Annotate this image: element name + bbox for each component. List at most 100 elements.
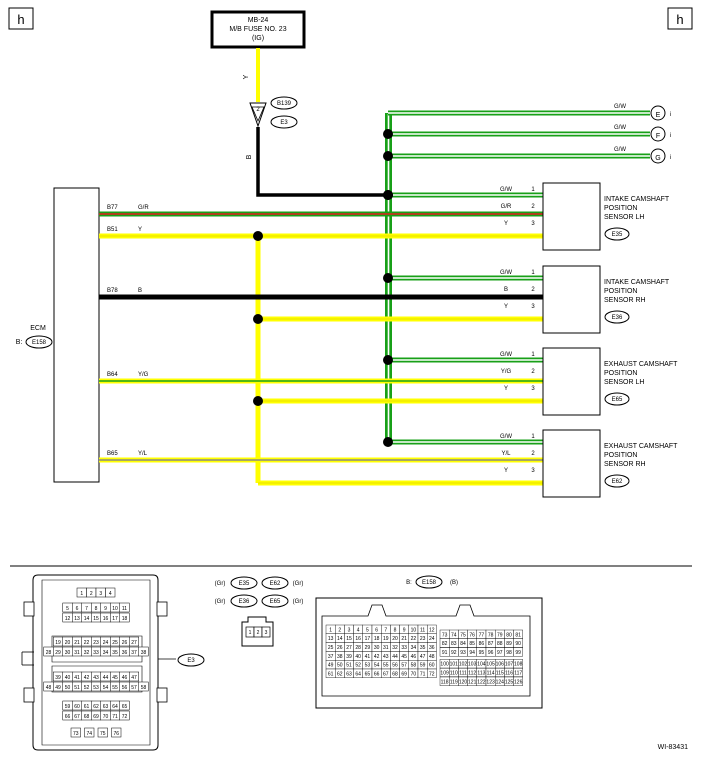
- e158-pin-label: 66: [374, 671, 380, 677]
- e158-pin-label: 40: [355, 654, 361, 660]
- wire-label-b: B: [246, 154, 253, 159]
- continuation-letter: F: [656, 133, 660, 140]
- e158-pin-cell: [427, 668, 437, 679]
- sensor-pin-wire: G/W: [500, 352, 512, 358]
- svg-text:(B): (B): [450, 580, 458, 586]
- e158-pin-label: 117: [514, 671, 522, 677]
- svg-text:MB-24: MB-24: [248, 17, 269, 24]
- e158-pin-label: 70: [411, 671, 417, 677]
- e3-pin-label: 34: [103, 650, 109, 656]
- e3-pin-cell: [119, 700, 130, 711]
- e3-pin-label: 4: [109, 591, 112, 597]
- e3-pin-label: 10: [112, 606, 118, 612]
- e158-pin-label: 71: [420, 671, 426, 677]
- e3-pin-label: 52: [84, 685, 90, 691]
- e3-pin-label: 32: [84, 650, 90, 656]
- e158-pin-label: 5: [366, 627, 369, 633]
- e158-pin-label: 73: [442, 632, 448, 638]
- e158-pin-label: 81: [515, 632, 521, 638]
- e158-pin-label: 3: [348, 627, 351, 633]
- e3-pin-label: 59: [65, 704, 71, 710]
- e158-pin-label: 61: [328, 671, 334, 677]
- e158-pin-label: 95: [479, 650, 485, 656]
- e3-pin-label: 25: [112, 640, 118, 646]
- sensor-pin-wire: Y: [504, 221, 508, 227]
- e3-pin-label: 27: [131, 640, 137, 646]
- e158-pin-label: 74: [451, 632, 457, 638]
- sensor-pin-wire: G/W: [500, 187, 512, 193]
- e158-pin-label: 17: [365, 636, 371, 642]
- e158-pin-label: 23: [420, 636, 426, 642]
- e158-pin-label: 92: [451, 650, 457, 656]
- e3-pin-label: 38: [141, 650, 147, 656]
- e158-pin-label: 35: [420, 645, 426, 651]
- sensor-pin-wire: G/W: [500, 434, 512, 440]
- e158-pin-label: 104: [477, 662, 486, 668]
- sensor-connector-badge: [604, 474, 630, 488]
- sensor-pin-number: 3: [531, 468, 535, 474]
- svg-text:h: h: [676, 12, 683, 27]
- e3-pin-label: 75: [100, 731, 106, 737]
- e158-pin-label: 64: [355, 671, 361, 677]
- e158-pin-label: 120: [459, 679, 468, 685]
- sensor-title-line: INTAKE CAMSHAFT: [604, 279, 670, 286]
- e3-pin-cell: [84, 727, 95, 738]
- ecm-pin-number: B51: [107, 227, 118, 233]
- e3-pin-label: 19: [55, 640, 61, 646]
- e158-pin-label: 43: [383, 654, 389, 660]
- e158-pin-label: 93: [460, 650, 466, 656]
- e3-pin-label: 57: [131, 685, 137, 691]
- e158-pin-label: 38: [337, 654, 343, 660]
- e158-pin-label: 48: [429, 654, 435, 660]
- e158-pin-label: 113: [477, 671, 485, 677]
- e3-pin-label: 36: [122, 650, 128, 656]
- e3-pin-cell: [119, 612, 130, 623]
- ecm-pin-wire: G/R: [138, 205, 149, 211]
- e3-pin-label: 11: [122, 606, 127, 612]
- e158-pin-label: 47: [420, 654, 426, 660]
- e158-pin-label: 14: [337, 636, 343, 642]
- e158-pin-label: 56: [392, 663, 398, 669]
- e3-pin-label: 26: [122, 640, 128, 646]
- e158-pin-label: 108: [514, 662, 523, 668]
- e3-pin-label: 29: [55, 650, 61, 656]
- e158-pin-label: 2: [338, 627, 341, 633]
- e158-pin-label: 85: [469, 641, 475, 647]
- e158-pin-label: 15: [346, 636, 352, 642]
- e158-pin-label: 123: [486, 679, 495, 685]
- sensor-pin-wire: B: [504, 287, 508, 293]
- e158-pin-label: 28: [355, 645, 361, 651]
- e158-pin-label: 101: [450, 662, 459, 668]
- splice-dot-bus-4: [383, 437, 393, 447]
- e3-pin-label: 7: [85, 606, 88, 612]
- e158-pin-label: 27: [346, 645, 352, 651]
- sensor-box-2: [542, 265, 601, 334]
- e158-pin-label: 10: [411, 627, 417, 633]
- sensor-pin-number: 1: [531, 434, 535, 440]
- sensor-pin-number: 1: [531, 187, 535, 193]
- e158-pin-label: 49: [328, 663, 334, 669]
- svg-text:h: h: [17, 12, 24, 27]
- e3-pin-label: 70: [103, 714, 109, 720]
- ecm-pin-wire: B: [138, 288, 142, 294]
- e3-pin-label: 47: [131, 675, 137, 681]
- e3-pin-cell: [129, 671, 139, 682]
- e158-pin-label: 46: [411, 654, 417, 660]
- e158-pin-label: 86: [479, 641, 485, 647]
- e3-pin-label: 9: [104, 606, 107, 612]
- e3-pin-label: 23: [93, 640, 99, 646]
- splice-dot-cont-1: [383, 129, 393, 139]
- sensor-pin-number: 2: [531, 369, 535, 375]
- e158-pin-label: 72: [429, 671, 435, 677]
- e3-pin-label: 16: [103, 616, 109, 622]
- e158-pin-label: 36: [429, 645, 435, 651]
- sensor-title-line: SENSOR LH: [604, 214, 644, 221]
- e158-pin-label: 79: [497, 632, 503, 638]
- e158-pin-label: 119: [450, 679, 458, 685]
- e158-pin-label: 125: [505, 679, 514, 685]
- e158-pin-label: 33: [401, 645, 407, 651]
- fuse-box: MB-24 M/B FUSE NO. 23 (IG): [210, 10, 306, 49]
- e158-pin-label: 7: [384, 627, 387, 633]
- e3-pin-label: 21: [74, 640, 80, 646]
